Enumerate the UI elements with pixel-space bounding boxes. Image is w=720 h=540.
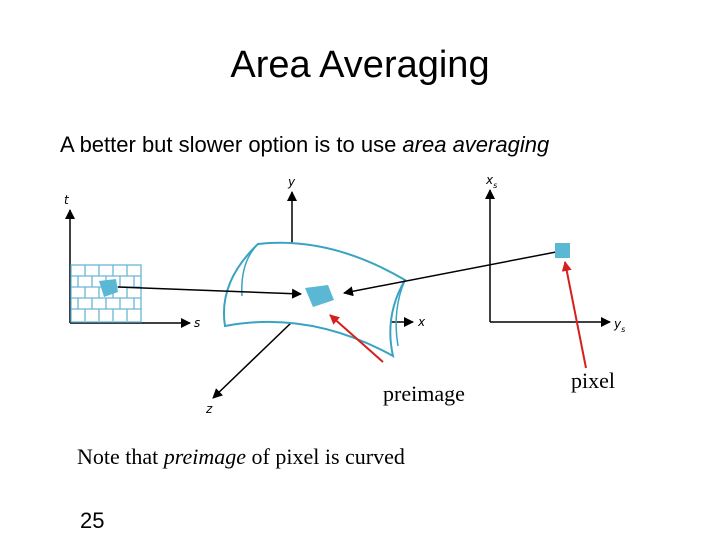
- screen-ys-label: ys: [613, 317, 625, 334]
- screen-axes: xs ys: [485, 173, 625, 334]
- surface-fold-right: [395, 279, 406, 347]
- object-x-label: x: [417, 315, 426, 329]
- object-z-axis: [212, 321, 293, 399]
- surface-fold-left: [241, 243, 259, 297]
- preimage-annotation-arrow: [329, 314, 384, 363]
- note-suffix: of pixel is curved: [246, 444, 405, 469]
- note-prefix: Note that: [77, 444, 164, 469]
- page-number: 25: [80, 508, 105, 533]
- texture-axes: t s: [64, 193, 200, 330]
- pixel-to-surface-arrow: [343, 251, 557, 297]
- note-emphasis: preimage: [163, 444, 247, 469]
- slide-title: Area Averaging: [230, 44, 490, 86]
- note-text: Note that preimage of pixel is curved: [77, 444, 405, 470]
- preimage-label: preimage: [383, 381, 465, 406]
- preimage-patch: [305, 285, 334, 307]
- object-z-label: z: [205, 402, 213, 416]
- texture-to-surface-arrow: [117, 286, 302, 299]
- pixel-label: pixel: [571, 368, 615, 393]
- pixel-annotation-arrow: [561, 261, 587, 369]
- subtitle-emphasis: area averaging: [402, 132, 550, 157]
- screen-xs-label: xs: [485, 173, 497, 190]
- slide-subtitle: A better but slower option is to use are…: [60, 132, 700, 158]
- texture-patch: [99, 279, 118, 297]
- texture-s-label: s: [194, 316, 200, 330]
- texture-t-label: t: [64, 193, 70, 207]
- subtitle-prefix: A better but slower option is to use: [60, 132, 403, 157]
- object-y-label: y: [287, 175, 296, 189]
- pixel-square: [555, 243, 570, 258]
